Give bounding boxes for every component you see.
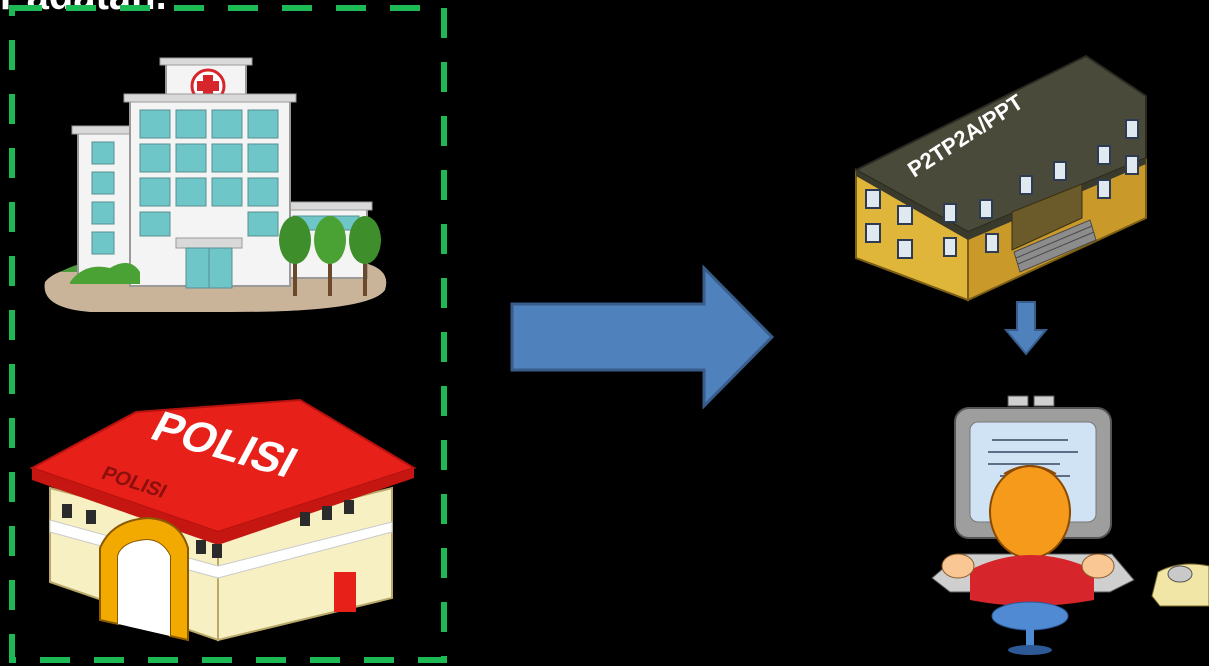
computer-operator-icon <box>931 395 1209 655</box>
hospital-icon <box>44 57 387 312</box>
office-building-icon <box>853 54 1147 302</box>
police-station-icon <box>29 398 417 642</box>
flow-arrow <box>510 264 775 410</box>
down-arrow <box>1003 301 1049 356</box>
source-group-border <box>9 5 447 663</box>
